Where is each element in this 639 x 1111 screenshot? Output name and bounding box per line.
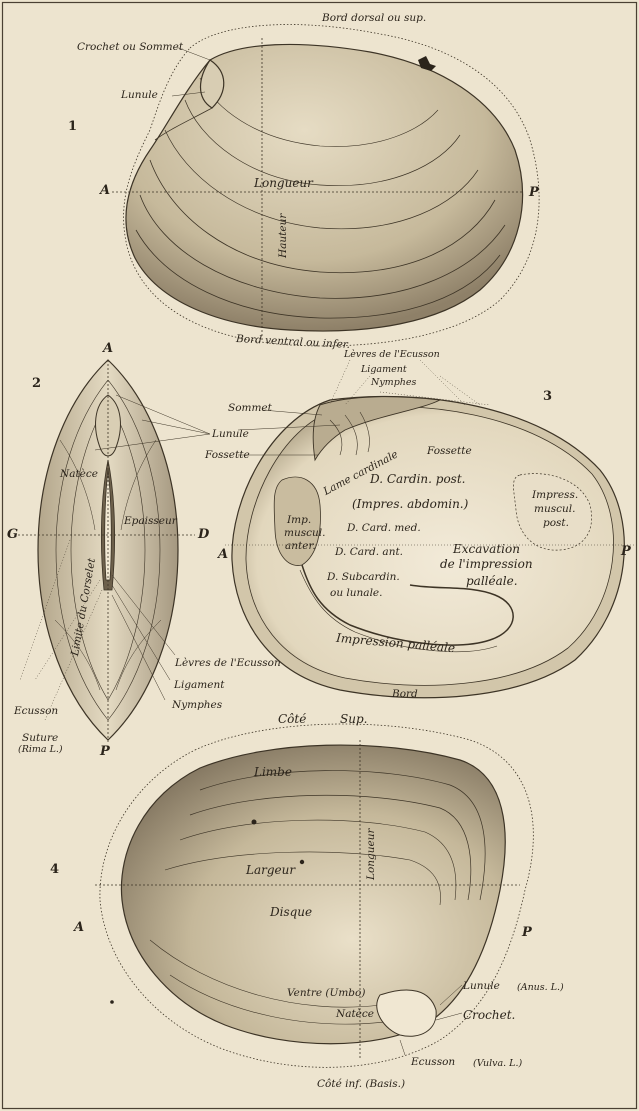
fig3-dsub2-label: ou lunale. <box>330 588 382 599</box>
fig3-imp2-label: muscul. <box>284 528 325 539</box>
fig1-longueur-label: Longueur <box>254 177 313 189</box>
fig4-a-label: A <box>74 921 84 934</box>
fig3-number: 3 <box>543 390 552 403</box>
fig4-lunule-label: Lunule <box>463 981 500 992</box>
fig4-coteinf-label: Côté inf. (Basis.) <box>317 1079 405 1090</box>
fig4-ecusson-label: Ecusson <box>411 1057 455 1068</box>
fig2-ligament-label: Ligament <box>174 680 224 691</box>
fig3-fossette-label: Fossette <box>427 446 472 457</box>
fig2-nymphes-label: Nymphes <box>172 700 222 711</box>
fig4-disque-label: Disque <box>270 906 312 918</box>
fig3-exc1-label: Excavation <box>453 543 520 555</box>
fig4-natece-label: Natèce <box>336 1009 374 1020</box>
fig4-dot-2 <box>300 860 304 864</box>
figure-1 <box>112 25 539 346</box>
fig3-impr2-label: muscul. <box>534 504 575 515</box>
fig4-vulva-label: (Vulva. L.) <box>473 1059 522 1069</box>
fig1-number: 1 <box>68 120 77 133</box>
fig3-sommet-label: Sommet <box>228 403 272 414</box>
fig1-lunule-label: Lunule <box>121 90 158 101</box>
fig1-p-label: P <box>529 186 539 199</box>
fig4-ventre-label: Ventre (Umbo) <box>287 988 365 999</box>
fig3-dcardant-label: D. Card. ant. <box>335 547 403 558</box>
fig3-imp1-label: Imp. <box>287 515 311 526</box>
fig2-fossette-label: Fossette <box>205 450 250 461</box>
fig3-impr3-label: post. <box>543 518 569 529</box>
fig3-dcardpost-label: D. Cardin. post. <box>370 473 465 485</box>
fig1-dorsal-label: Bord dorsal ou sup. <box>322 13 426 24</box>
fig3-bord-label: Bord <box>392 689 418 700</box>
fig1-crochet-label: Crochet ou Sommet <box>77 42 183 53</box>
fig4-cote-label: Côté <box>278 713 306 725</box>
fig4-dot-1 <box>252 820 257 825</box>
fig2-lunule-label: Lunule <box>212 429 249 440</box>
fig3-impr1-label: Impress. <box>532 490 578 501</box>
fig2-suture-label: Suture <box>22 733 58 744</box>
fig1-a-label: A <box>100 184 110 197</box>
fig4-p-label: P <box>522 926 532 939</box>
fig3-exc3-label: palléale. <box>466 575 518 587</box>
fig2-natece-label: Natèce <box>60 469 98 480</box>
fig4-anus-label: (Anus. L.) <box>517 983 564 993</box>
fig2-p-label: P <box>100 745 110 758</box>
fig2-a-label: A <box>103 342 113 355</box>
stray-dot <box>110 1000 114 1004</box>
fig3-imp3-label: anter. <box>285 541 316 552</box>
fig2-levres-label: Lèvres de l'Ecusson <box>175 658 281 669</box>
fig4-limbe-label: Limbe <box>254 766 292 778</box>
fig2-epaisseur-label: Epaisseur <box>124 516 177 527</box>
fig4-number: 4 <box>50 863 59 876</box>
fig1-hauteur-label: Hauteur <box>278 214 289 258</box>
fig4-longueur-label: Longueur <box>366 828 377 880</box>
fig3-nymphes-label: Nymphes <box>371 378 416 388</box>
fig2-rima-label: (Rima L.) <box>18 745 63 755</box>
fig3-ligament-label: Ligament <box>361 365 407 375</box>
fig4-sup-label: Sup. <box>340 713 367 725</box>
fig3-dsub1-label: D. Subcardin. <box>327 572 400 583</box>
fig4-largeur-label: Largeur <box>246 864 295 876</box>
fig3-exc2-label: de l'impression <box>440 558 533 570</box>
fig2-ecusson-label: Ecusson <box>14 706 58 717</box>
fig2-d-label: D <box>198 528 209 541</box>
fig3-dcardmed-label: D. Card. med. <box>347 523 421 534</box>
fig3-p-label: P <box>621 545 631 558</box>
fig2-g-label: G <box>7 528 18 541</box>
fig3-levres-label: Lèvres de l'Ecusson <box>344 350 440 360</box>
fig3-impabdo-label: (Impres. abdomin.) <box>352 498 468 510</box>
fig2-number: 2 <box>32 377 41 390</box>
fig3-a-label: A <box>218 548 228 561</box>
fig4-crochet-label: Crochet. <box>463 1009 515 1021</box>
